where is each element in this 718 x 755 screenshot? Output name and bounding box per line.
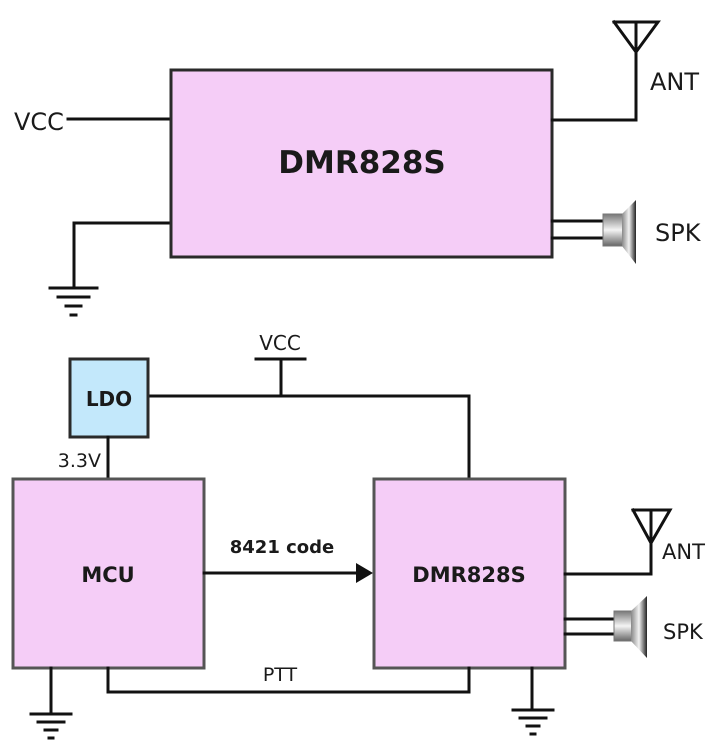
top-antenna-icon [611, 19, 661, 55]
mcu-label: MCU [81, 563, 134, 587]
bottom-speaker-icon [613, 596, 647, 658]
bottom-spk-label: SPK [663, 620, 704, 644]
mcu-ground-icon [29, 712, 73, 740]
data-link-label: 8421 code [230, 537, 335, 558]
bottom-power-wire [146, 394, 471, 480]
bottom-dmr828s-module [372, 477, 567, 670]
top-speaker-icon [602, 200, 636, 264]
top-vcc-label: VCC [14, 108, 64, 136]
top-diagram: VCC DMR828S ANT SPK [14, 19, 702, 317]
bottom-vcc-icon [254, 357, 307, 398]
bottom-antenna-icon [630, 507, 673, 547]
data-link-arrowhead-icon [356, 563, 373, 583]
bottom-vcc-label: VCC [259, 331, 301, 355]
ldo-output-label: 3.3V [58, 450, 101, 472]
ptt-wire [106, 666, 471, 694]
top-module-label: DMR828S [278, 145, 446, 181]
top-ant-label: ANT [650, 68, 699, 96]
ldo-label: LDO [86, 387, 132, 411]
ldo-block [68, 357, 150, 439]
top-dmr828s-module [169, 68, 554, 259]
ptt-label: PTT [263, 664, 298, 686]
top-ground-icon [48, 286, 99, 317]
top-ground-wire [72, 221, 173, 290]
top-spk-label: SPK [655, 219, 702, 247]
bottom-diagram: VCC LDO 3.3V MCU 8421 code DMR828S PTT [11, 331, 705, 740]
dmr-ground-icon [511, 708, 555, 736]
bottom-antenna-wire [563, 541, 653, 576]
bottom-module-label: DMR828S [412, 563, 525, 587]
bottom-ant-label: ANT [662, 540, 705, 564]
top-antenna-wire [550, 50, 638, 122]
